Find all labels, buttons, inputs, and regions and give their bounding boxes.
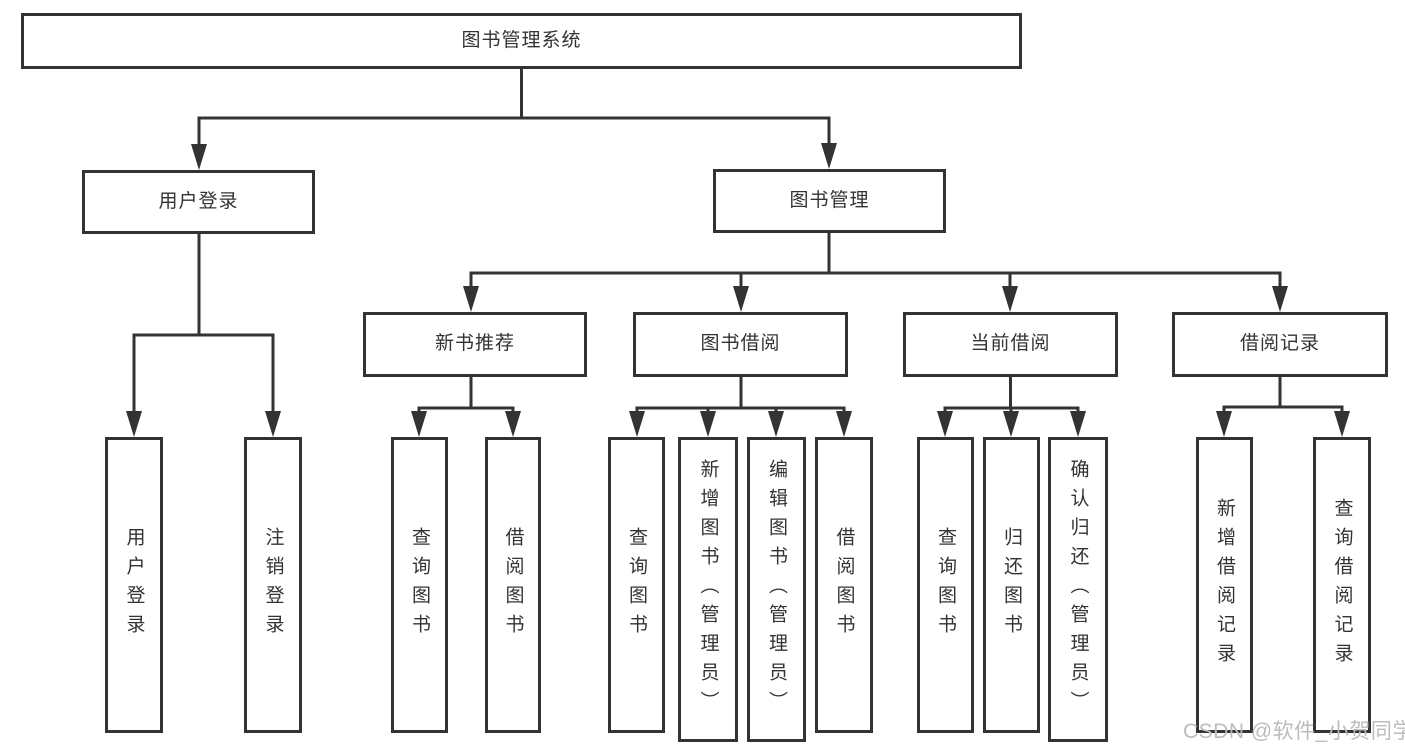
node-label: 查询图书 bbox=[626, 527, 647, 643]
leaf-edit-books-admin: 编辑图书（管理员） bbox=[747, 437, 806, 742]
connector-line bbox=[417, 375, 515, 417]
arrowhead-down-icon bbox=[265, 411, 281, 437]
node-label: 用户登录 bbox=[123, 527, 145, 643]
node-label: 借阅记录 bbox=[1239, 333, 1320, 355]
leaf-add-books-admin: 新增图书（管理员） bbox=[678, 437, 738, 742]
leaf-borrow-books-recommend: 借阅图书 bbox=[485, 437, 541, 733]
connector-root-to-level2 bbox=[191, 67, 837, 170]
arrowhead-down-icon bbox=[126, 411, 142, 437]
node-label: 借阅图书 bbox=[833, 527, 855, 643]
node-label: 新增图书（管理员） bbox=[697, 459, 719, 720]
node-label: 借阅图书 bbox=[502, 527, 524, 643]
connector-new-book-recommendation-to-leaves bbox=[411, 375, 521, 437]
connector-line bbox=[1222, 375, 1344, 417]
node-book-management-system: 图书管理系统 bbox=[21, 13, 1022, 69]
node-label: 新书推荐 bbox=[434, 333, 515, 355]
node-label: 归还图书 bbox=[1001, 527, 1022, 643]
arrowhead-down-icon bbox=[1003, 411, 1019, 437]
connector-line bbox=[132, 232, 275, 416]
node-label: 新增借阅记录 bbox=[1214, 498, 1235, 672]
node-current-borrowing: 当前借阅 bbox=[903, 312, 1118, 377]
node-label: 注销登录 bbox=[262, 527, 284, 643]
leaf-return-books: 归还图书 bbox=[983, 437, 1040, 733]
leaf-query-books-borrowing: 查询图书 bbox=[608, 437, 665, 733]
arrowhead-down-icon bbox=[463, 286, 479, 312]
connector-borrowing-records-to-leaves bbox=[1216, 375, 1350, 437]
arrowhead-down-icon bbox=[937, 411, 953, 437]
leaf-add-borrow-record: 新增借阅记录 bbox=[1196, 437, 1253, 733]
arrowhead-down-icon bbox=[1216, 411, 1232, 437]
node-label: 图书管理 bbox=[789, 189, 870, 211]
arrowhead-down-icon bbox=[836, 411, 852, 437]
leaf-user-login: 用户登录 bbox=[105, 437, 163, 733]
connector-book-management-to-level3 bbox=[463, 231, 1288, 312]
node-user-login: 用户登录 bbox=[82, 170, 315, 234]
node-label: 查询借阅记录 bbox=[1331, 498, 1353, 672]
node-book-management: 图书管理 bbox=[713, 169, 946, 233]
connector-line bbox=[943, 375, 1080, 417]
leaf-query-books-recommend: 查询图书 bbox=[391, 437, 448, 733]
arrowhead-down-icon bbox=[768, 411, 784, 437]
arrowhead-down-icon bbox=[1070, 411, 1086, 437]
leaf-logout: 注销登录 bbox=[244, 437, 302, 733]
arrowhead-down-icon bbox=[191, 144, 207, 170]
arrowhead-down-icon bbox=[700, 411, 716, 437]
node-label: 确认归还（管理员） bbox=[1067, 459, 1089, 720]
arrowhead-down-icon bbox=[733, 286, 749, 312]
watermark: CSDN @软件_小贺同学 bbox=[1183, 720, 1405, 743]
node-label: 编辑图书（管理员） bbox=[766, 459, 787, 720]
node-book-borrowing: 图书借阅 bbox=[633, 312, 848, 377]
node-borrowing-records: 借阅记录 bbox=[1172, 312, 1388, 377]
node-label: 查询图书 bbox=[935, 527, 956, 643]
arrowhead-down-icon bbox=[1002, 286, 1018, 312]
node-label: 图书借阅 bbox=[700, 333, 781, 355]
node-label: 用户登录 bbox=[158, 190, 239, 212]
leaf-query-books-current: 查询图书 bbox=[917, 437, 974, 733]
leaf-borrow-books-borrowing: 借阅图书 bbox=[815, 437, 873, 733]
connector-line bbox=[635, 375, 846, 417]
connector-user-login-to-leaves bbox=[126, 232, 281, 437]
arrowhead-down-icon bbox=[821, 143, 837, 169]
node-label: 查询图书 bbox=[409, 527, 430, 643]
node-label: 图书管理系统 bbox=[461, 29, 582, 51]
leaf-confirm-return-admin: 确认归还（管理员） bbox=[1048, 437, 1108, 742]
connector-book-borrowing-to-leaves bbox=[629, 375, 852, 437]
arrowhead-down-icon bbox=[411, 411, 427, 437]
arrowhead-down-icon bbox=[629, 411, 645, 437]
node-new-book-recommendation: 新书推荐 bbox=[363, 312, 587, 377]
connector-line bbox=[469, 231, 1282, 291]
connector-current-borrowing-to-leaves bbox=[937, 375, 1086, 437]
node-label: 当前借阅 bbox=[970, 333, 1051, 355]
leaf-query-borrow-record: 查询借阅记录 bbox=[1313, 437, 1371, 733]
connector-line bbox=[197, 67, 831, 148]
arrowhead-down-icon bbox=[1272, 286, 1288, 312]
arrowhead-down-icon bbox=[1334, 411, 1350, 437]
arrowhead-down-icon bbox=[505, 411, 521, 437]
